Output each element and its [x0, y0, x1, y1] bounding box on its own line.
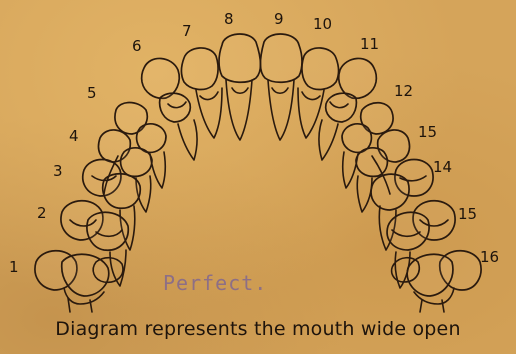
tooth-number-5: 5	[87, 84, 97, 102]
tooth-number-16: 16	[480, 248, 499, 266]
tooth-number-13: 15	[418, 123, 437, 141]
tooth-number-7: 7	[182, 22, 192, 40]
tooth-10	[298, 48, 339, 138]
tooth-16	[407, 251, 481, 312]
tooth-number-14: 14	[433, 158, 452, 176]
tooth-number-8: 8	[224, 10, 234, 28]
perfect-label: Perfect.	[163, 271, 267, 295]
tooth-9	[260, 34, 302, 140]
tooth-number-6: 6	[132, 37, 142, 55]
tooth-number-4: 4	[69, 127, 79, 145]
tooth-number-9: 9	[274, 10, 284, 28]
tooth-7	[181, 48, 222, 138]
tooth-number-2: 2	[37, 204, 47, 222]
tooth-number-12: 12	[394, 82, 413, 100]
tooth-number-10: 10	[313, 15, 332, 33]
tooth-number-1: 1	[9, 258, 19, 276]
tooth-8	[219, 34, 261, 140]
diagram-caption: Diagram represents the mouth wide open	[0, 318, 516, 340]
tooth-number-3: 3	[53, 162, 63, 180]
tooth-number-11: 11	[360, 35, 379, 53]
tooth-number-15: 15	[458, 205, 477, 223]
